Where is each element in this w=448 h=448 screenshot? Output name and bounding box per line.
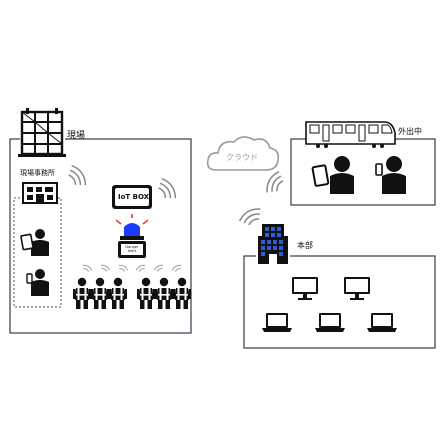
train-icon <box>305 121 396 148</box>
cloud-label: クラウド <box>226 153 258 162</box>
laptop-icon <box>262 313 292 332</box>
site-label: 現場 <box>67 131 86 141</box>
hq-label: 本部 <box>297 241 313 250</box>
tablet-user-icon <box>20 229 49 256</box>
construction-building-icon <box>18 108 66 157</box>
site-office-frame <box>13 197 62 308</box>
outside-label: 外出中 <box>398 127 422 136</box>
desktop-monitor-icon <box>344 277 370 300</box>
tablet-user-icon <box>311 156 354 194</box>
site-office-label: 現場事務所 <box>20 169 55 177</box>
worker-icon <box>109 277 127 309</box>
iot-box-label: IoT BOX <box>118 193 150 201</box>
worker-icon <box>155 277 173 309</box>
worker-icon <box>91 277 109 309</box>
desktop-monitor-icon <box>292 277 318 300</box>
hq-tower-icon <box>256 224 290 266</box>
worker-icon <box>137 277 155 309</box>
cloud-icon <box>206 136 280 171</box>
iot-box-icon <box>112 185 152 209</box>
site-frame <box>9 138 192 334</box>
wifi-icon <box>262 168 287 198</box>
phone-user-icon <box>375 156 406 194</box>
wifi-icon <box>64 162 90 191</box>
laptop-icon <box>315 313 345 332</box>
laptop-icon <box>367 313 397 332</box>
office-building-icon <box>22 182 58 204</box>
worker-icon <box>73 277 91 309</box>
alarm-light-icon <box>115 214 149 258</box>
worker-icon <box>173 277 191 309</box>
wifi-icon <box>154 175 180 204</box>
hq-frame <box>243 255 436 349</box>
wifi-icon <box>236 204 266 229</box>
phone-user-icon <box>26 269 49 296</box>
alarm-sign-label: Danger Alert <box>125 245 139 253</box>
